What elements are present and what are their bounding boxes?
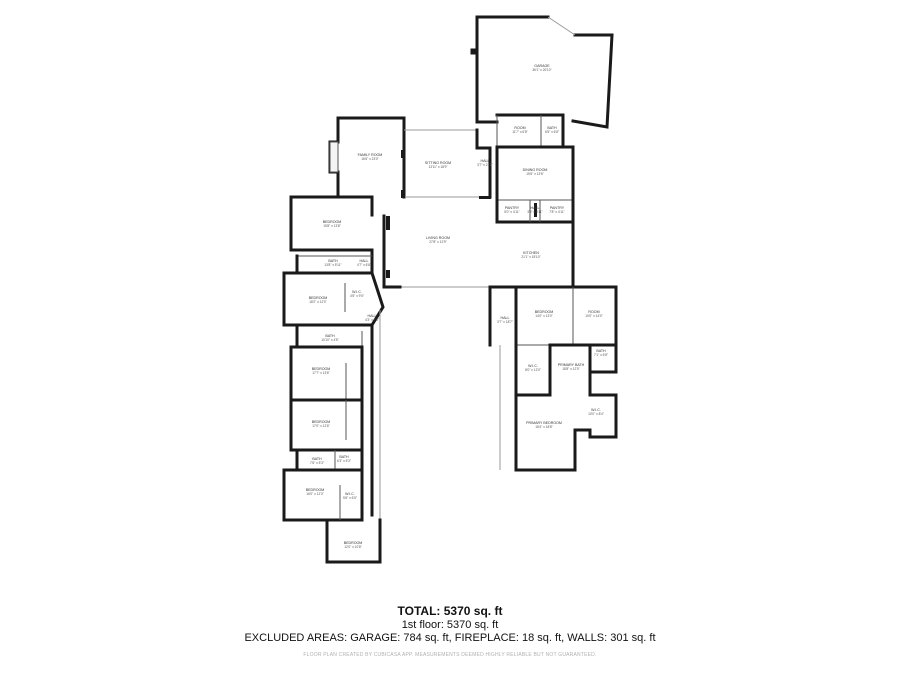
room-dims: 12'0" x 10'8" <box>344 545 361 549</box>
room-dims: 16'0" x 12'3" <box>306 492 323 496</box>
column <box>401 190 405 198</box>
room-name: BATH <box>596 349 606 353</box>
room-dims: 17'0" x 12'6" <box>312 424 329 428</box>
room-name: W.I.C. <box>352 290 362 294</box>
room-name: HALL <box>368 314 377 318</box>
room-name: W.I.C. <box>591 408 601 412</box>
room-name: PRIMARY BATH <box>558 363 585 367</box>
room-dims: 13'8" x 5'11" <box>324 263 341 267</box>
walls <box>282 15 618 564</box>
room-name: BATH <box>339 455 349 459</box>
column <box>386 270 390 278</box>
room-name: W.I.C. <box>345 492 355 496</box>
room-dims: 27'8" x 12'9" <box>429 240 446 244</box>
room-dims: 36'1" x 20'10" <box>532 68 551 72</box>
room-name: PRIMARY BEDROOM <box>526 421 562 425</box>
column <box>534 203 537 217</box>
room-name: HALL <box>481 159 490 163</box>
room-name: BATH <box>325 334 335 338</box>
room-name: BEDROOM <box>312 367 331 371</box>
room-dims: 10'10" x 4'5" <box>321 338 338 342</box>
room-name: SITTING ROOM <box>425 161 451 165</box>
total-area: TOTAL: 5370 sq. ft <box>397 604 503 618</box>
room-name: BATH <box>547 126 557 130</box>
room-dims: 6'5" x 6'8" <box>545 130 559 134</box>
room-name: DINING ROOM <box>523 168 548 172</box>
room-dims: 4'5" x 9'5" <box>350 294 364 298</box>
room-dims: 17'7" x 13'6" <box>312 371 329 375</box>
room-name: BEDROOM <box>323 220 342 224</box>
room-name: BATH <box>328 259 338 263</box>
room-name: KITCHEN <box>523 251 539 255</box>
room-dims: 5'0" x 4'11" <box>504 210 519 214</box>
room-dims: 7'1" x 6'8" <box>594 353 608 357</box>
room-dims: 18'8" x 12'0" <box>562 367 579 371</box>
room-dims: 14'0" x 13'0" <box>535 314 552 318</box>
room-name: ROOM <box>514 126 525 130</box>
room-name: HALL <box>360 259 369 263</box>
column <box>479 196 491 199</box>
room-name: BEDROOM <box>306 488 325 492</box>
room-dims: 21'1" x 15'10" <box>521 255 540 259</box>
room-name: W.I.C. <box>528 364 538 368</box>
room-dims: 10'0" x 8'4" <box>588 412 604 416</box>
column <box>386 216 390 230</box>
room-name: BATH <box>312 457 322 461</box>
room-dims: 15'8" x 13'8" <box>323 224 340 228</box>
room-labels: GARAGE 36'1" x 20'10" ROOM 11'7" x 6'8" … <box>306 64 608 549</box>
disclaimer: FLOOR PLAN CREATED BY CUBICASA APP. MEAS… <box>303 652 597 658</box>
room-name: LIVING ROOM <box>426 236 450 240</box>
column <box>401 150 405 158</box>
room-name: FAMILY ROOM <box>358 153 383 157</box>
room-name: BEDROOM <box>309 296 328 300</box>
room-dims: 16'6" x 23'0" <box>361 157 378 161</box>
room-name: PANTRY <box>505 206 520 210</box>
room-dims: 19'6" x 13'6" <box>526 172 543 176</box>
room-dims: 11'7" x 6'8" <box>512 130 527 134</box>
room-name: BEDROOM <box>344 541 363 545</box>
floor-area: 1st floor: 5370 sq. ft <box>401 619 499 631</box>
room-dims: 3'7" x 18'7" <box>497 320 513 324</box>
room-name: PANTRY <box>550 206 565 210</box>
room-name: ROOM <box>588 310 599 314</box>
room-dims: 4'3" x 7'0" <box>365 318 379 322</box>
room-dims: 18'4" x 18'8" <box>535 425 552 429</box>
room-dims: 3'7" x 21'8" <box>477 163 493 167</box>
room-name: BEDROOM <box>312 420 331 424</box>
room-name: HALL <box>501 316 510 320</box>
room-dims: 3'8" x 4'11" <box>527 210 542 214</box>
excluded-areas: EXCLUDED AREAS: GARAGE: 784 sq. ft, FIRE… <box>244 632 656 644</box>
room-dims: 18'2" x 12'0" <box>309 300 326 304</box>
room-dims: 13'11" x 18'9" <box>428 165 447 169</box>
room-name: GARAGE <box>534 64 550 68</box>
room-name: BEDROOM <box>535 310 554 314</box>
floor-plan: GARAGE 36'1" x 20'10" ROOM 11'7" x 6'8" … <box>282 15 618 564</box>
room-dims: 7'8" x 4'11" <box>549 210 564 214</box>
room-dims: 7'6" x 5'3" <box>310 461 324 465</box>
room-dims: 5'6" x 6'5" <box>343 496 357 500</box>
room-name: HALL <box>531 206 540 210</box>
room-dims: 10'0" x 14'0" <box>585 314 602 318</box>
room-dims: 6'3" x 5'3" <box>337 459 351 463</box>
room-dims: 4'7" x 6'8" <box>357 263 371 267</box>
fireplace <box>329 141 339 173</box>
room-dims: 8'0" x 12'0" <box>525 368 541 372</box>
